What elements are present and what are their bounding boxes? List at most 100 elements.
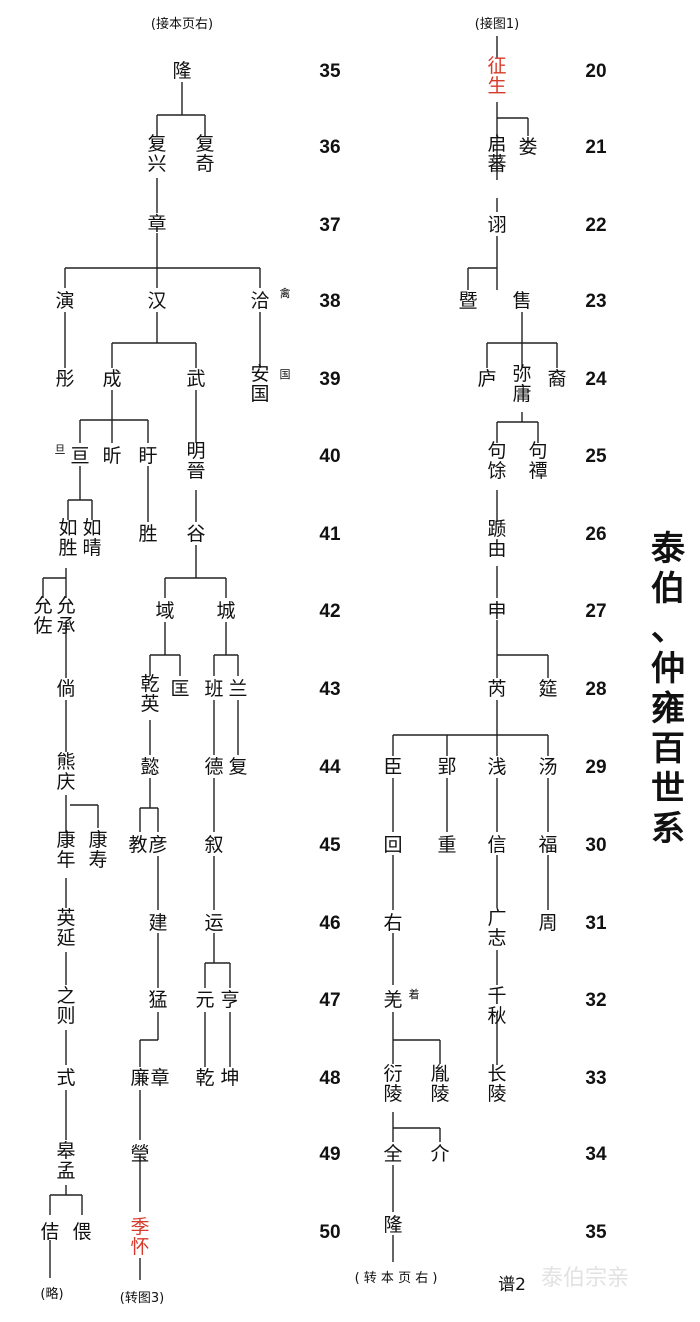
gen-number: 23 bbox=[585, 291, 606, 312]
person-name: 胜 bbox=[138, 523, 157, 545]
gen-number: 32 bbox=[585, 990, 606, 1011]
note-continued-to: ( 转 本 页 右 ) bbox=[355, 1271, 438, 1286]
person-name: 暨 bbox=[458, 290, 477, 312]
name-annotation: 旦 bbox=[55, 443, 66, 456]
person-name: 周 bbox=[538, 912, 557, 934]
person-name: 如胜 bbox=[58, 517, 77, 559]
name-annotation: 禽 bbox=[280, 286, 291, 300]
note-continued-from: (接图1) bbox=[475, 16, 519, 32]
gen-number: 42 bbox=[319, 601, 340, 622]
person-name: 演 bbox=[55, 290, 74, 312]
person-name: 回 bbox=[383, 834, 402, 856]
person-name: 建 bbox=[148, 912, 167, 934]
gen-number: 50 bbox=[319, 1222, 340, 1243]
person-name: 廉 bbox=[130, 1067, 149, 1089]
gen-number: 43 bbox=[319, 679, 340, 700]
person-name: 句馀 bbox=[487, 440, 506, 482]
person-name: 德 bbox=[204, 756, 223, 778]
left-tree-lines bbox=[42, 82, 261, 1280]
person-name: 汉 bbox=[147, 290, 166, 312]
person-name: 安国 bbox=[250, 363, 269, 405]
person-name: 亨 bbox=[220, 989, 239, 1011]
gen-number: 24 bbox=[585, 369, 607, 390]
person-name: 猛 bbox=[148, 989, 167, 1011]
person-name: 乾英 bbox=[140, 673, 159, 715]
gen-number: 37 bbox=[319, 215, 340, 236]
gen-number: 31 bbox=[585, 913, 607, 934]
person-name: 洽 bbox=[250, 290, 269, 312]
person-name: 重 bbox=[437, 834, 456, 856]
right-tree-lines bbox=[392, 36, 558, 1262]
person-name: 汤 bbox=[538, 756, 557, 778]
person-name: 元 bbox=[195, 989, 214, 1011]
person-name: 成 bbox=[102, 368, 121, 390]
person-name: 庐 bbox=[477, 368, 496, 390]
person-name: 弥庸 bbox=[512, 363, 531, 405]
person-name: 佶 bbox=[40, 1221, 59, 1243]
gen-number: 48 bbox=[319, 1068, 340, 1089]
person-name: 懿 bbox=[140, 756, 159, 778]
gen-number: 40 bbox=[319, 446, 340, 467]
gen-number: 29 bbox=[585, 757, 606, 778]
person-name: 芮 bbox=[487, 678, 506, 700]
person-name: 复 bbox=[228, 756, 247, 778]
person-name: 运 bbox=[204, 912, 223, 934]
person-name: 复奇 bbox=[195, 133, 214, 175]
person-name: 倘 bbox=[56, 678, 75, 700]
left-tree-names: 隆 复兴 复奇 章 演 汉 洽 禽 彤 成 武 安国 国 旦 亘 昕 盱 明晉 … bbox=[33, 60, 290, 1258]
person-name: 申 bbox=[487, 600, 506, 622]
person-name: 允佐 bbox=[33, 595, 52, 637]
person-name: 衍陵 bbox=[383, 1063, 402, 1105]
person-name: 叙 bbox=[204, 834, 223, 856]
person-name: 启蕃 bbox=[487, 133, 506, 175]
gen-number: 30 bbox=[585, 835, 606, 856]
note-continued-to: (转图3) bbox=[120, 1291, 164, 1306]
page-title: 泰伯、仲雍百世系 bbox=[651, 529, 686, 849]
person-name: 如晴 bbox=[82, 517, 101, 559]
person-name: 域 bbox=[155, 600, 174, 622]
generation-numbers-left: 35 36 37 38 39 40 41 42 43 44 45 46 47 4… bbox=[319, 61, 341, 1243]
person-name: 之则 bbox=[56, 985, 75, 1027]
person-name: 娄 bbox=[518, 136, 537, 158]
gen-number: 33 bbox=[585, 1068, 606, 1089]
person-name: 允承 bbox=[56, 595, 75, 637]
person-name: 亘 bbox=[70, 445, 89, 467]
person-name: 季怀 bbox=[130, 1216, 149, 1258]
gen-number: 36 bbox=[319, 137, 340, 158]
person-name: 隆 bbox=[172, 60, 191, 82]
person-name: 臣 bbox=[383, 756, 402, 778]
right-tree-names: 征生 启蕃 娄 诩 暨 售 庐 弥庸 裔 句馀 句禫 踬由 申 芮 筵 臣 郢 … bbox=[383, 55, 566, 1236]
person-name: 瑩 bbox=[130, 1143, 149, 1165]
gen-number: 46 bbox=[319, 913, 340, 934]
person-name: 匡 bbox=[170, 678, 189, 700]
person-name: 偎 bbox=[72, 1221, 91, 1243]
person-name: 明晉 bbox=[186, 440, 205, 482]
person-name: 全 bbox=[383, 1143, 402, 1165]
gen-number: 28 bbox=[585, 679, 606, 700]
gen-number: 45 bbox=[319, 835, 341, 856]
person-name: 兰 bbox=[228, 678, 247, 700]
person-name: 复兴 bbox=[147, 133, 166, 175]
gen-number: 27 bbox=[585, 601, 606, 622]
person-name: 彦 bbox=[148, 834, 167, 856]
person-name: 诩 bbox=[487, 214, 506, 236]
person-name: 章 bbox=[147, 213, 166, 235]
person-name: 熊庆 bbox=[56, 751, 75, 793]
person-name: 昕 bbox=[102, 445, 121, 467]
gen-number: 38 bbox=[319, 291, 340, 312]
person-name: 裔 bbox=[547, 368, 566, 390]
person-name: 彤 bbox=[55, 368, 74, 390]
watermark: 泰伯宗亲 bbox=[541, 1266, 629, 1291]
person-name: 踬由 bbox=[487, 518, 506, 560]
gen-number: 35 bbox=[319, 61, 341, 82]
gen-number: 47 bbox=[319, 990, 340, 1011]
gen-number: 25 bbox=[585, 446, 607, 467]
gen-number: 34 bbox=[585, 1144, 607, 1165]
person-name: 长陵 bbox=[487, 1063, 506, 1105]
person-name: 筵 bbox=[538, 678, 557, 700]
person-name: 武 bbox=[186, 368, 205, 390]
person-name: 康寿 bbox=[88, 829, 107, 871]
generation-numbers-right: 20 21 22 23 24 25 26 27 28 29 30 31 32 3… bbox=[585, 61, 607, 1243]
person-name: 章 bbox=[150, 1067, 169, 1089]
person-name: 福 bbox=[538, 834, 557, 856]
